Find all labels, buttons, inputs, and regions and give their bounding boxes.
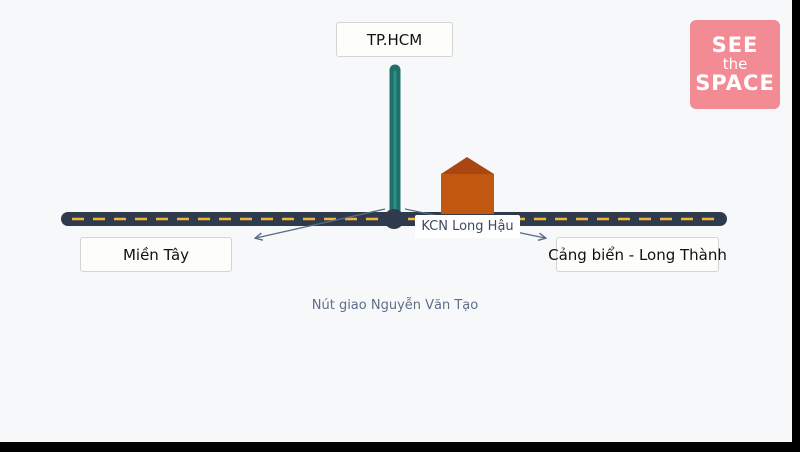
brand-logo: SEE the SPACE — [690, 20, 780, 109]
diagram-caption: Nút giao Nguyễn Văn Tạo — [311, 298, 479, 313]
diagram-canvas: TP.HCM Miền Tây Cảng biển - Long Thành K… — [0, 0, 792, 442]
industrial-zone-label: KCN Long Hậu — [415, 215, 520, 238]
intersection-node — [384, 209, 404, 229]
node-label-north: TP.HCM — [336, 22, 453, 57]
house-body — [441, 174, 494, 214]
road-diagram — [61, 64, 727, 442]
node-label-west: Miền Tây — [80, 237, 232, 272]
logo-line-3: SPACE — [695, 71, 775, 95]
house-roof — [441, 157, 494, 174]
arrow-west — [256, 208, 386, 238]
logo-line-1: SEE — [711, 33, 759, 57]
node-label-east: Cảng biển - Long Thành — [548, 237, 727, 272]
logo-line-2: the — [722, 55, 748, 73]
